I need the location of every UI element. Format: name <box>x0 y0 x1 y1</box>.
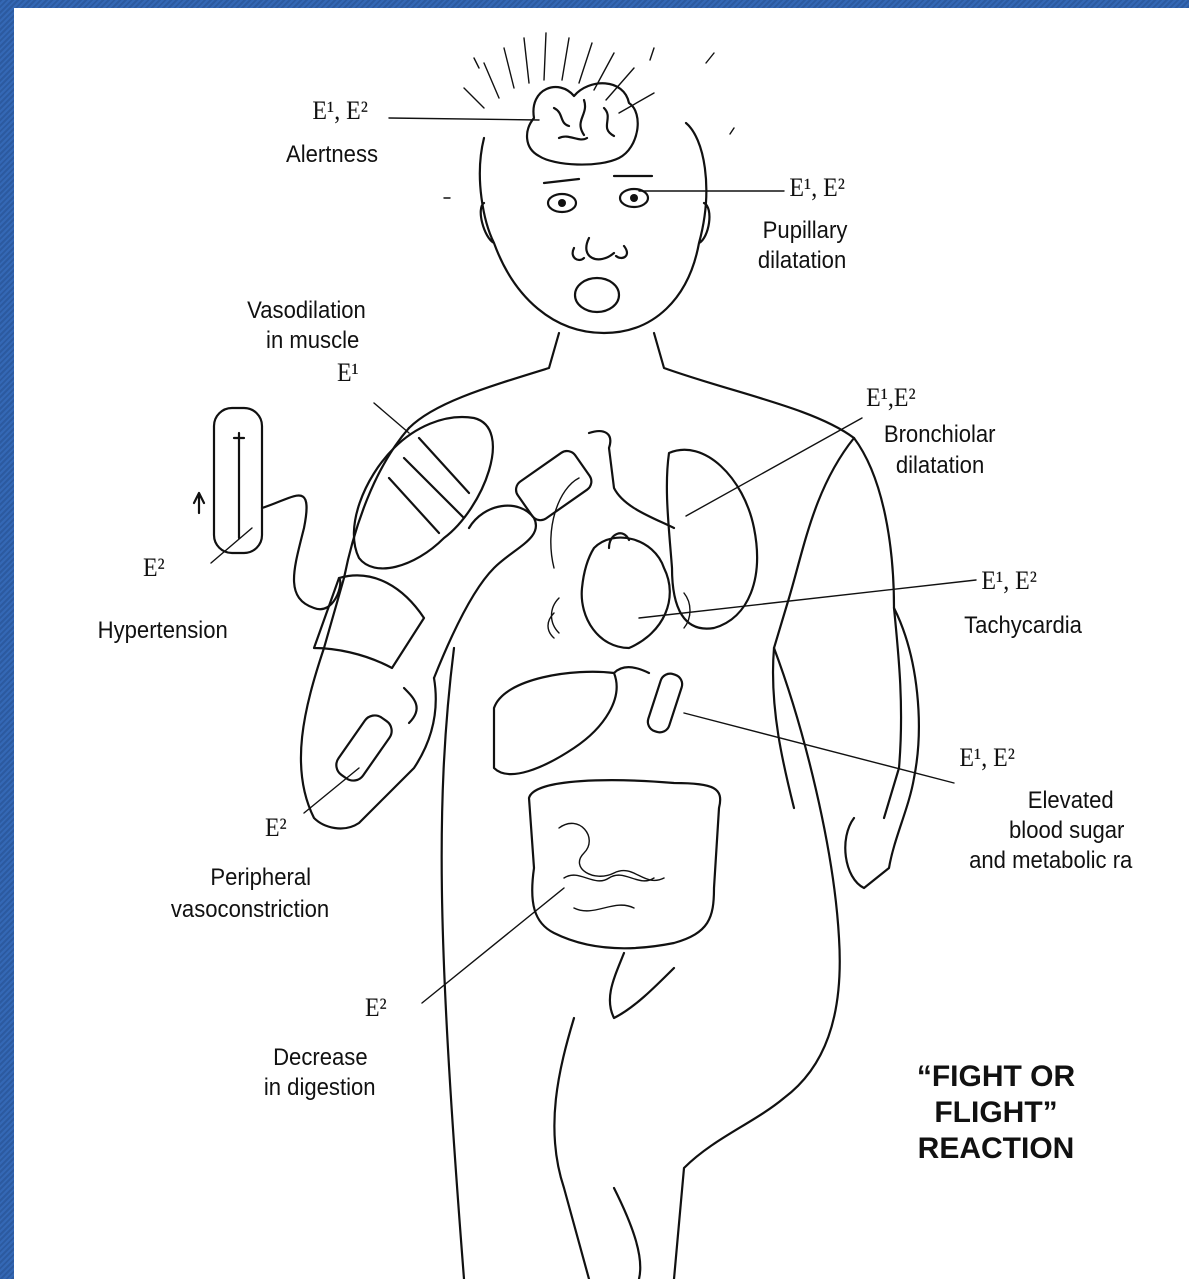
inhaler <box>512 447 595 524</box>
title-line-1: “FIGHT OR <box>896 1060 1096 1094</box>
tachycardia-code: E¹, E² <box>981 566 1037 595</box>
bronchiolar-code: E¹,E² <box>866 383 916 412</box>
brain <box>527 83 638 164</box>
head-outline <box>480 123 710 333</box>
hypertension-code: E² <box>143 553 165 582</box>
sugar-code: E¹, E² <box>959 743 1015 772</box>
sugar-label-1: Elevated <box>1028 786 1114 815</box>
sugar-label-2: blood sugar <box>1009 816 1124 845</box>
torso-outline <box>409 333 901 818</box>
arm-muscle <box>354 417 493 568</box>
peripheral-label-2: vasoconstriction <box>171 895 329 924</box>
bronchiolar-label-1: Bronchiolar <box>884 420 996 449</box>
digestion-label-2: in digestion <box>264 1073 376 1102</box>
alertness-label: Alertness <box>286 140 378 169</box>
digestion-label-1: Decrease <box>273 1043 368 1072</box>
vessel <box>645 671 684 735</box>
digestion-code: E² <box>365 993 387 1022</box>
bronchiolar-label-2: dilatation <box>896 451 984 480</box>
intestines <box>529 780 720 948</box>
hair <box>444 33 734 198</box>
vasodilation-code: E¹ <box>337 358 359 387</box>
pupillary-code: E¹, E² <box>789 173 845 202</box>
leader-lines <box>211 118 976 1003</box>
mouth <box>575 278 619 312</box>
right-lung <box>667 450 757 629</box>
sugar-label-3: and metabolic ra <box>969 846 1132 875</box>
peripheral-code: E² <box>265 813 287 842</box>
left-lung <box>551 478 579 568</box>
leg-outline <box>674 648 840 1279</box>
forearm-vessel <box>332 711 397 786</box>
liver <box>494 672 617 774</box>
vasodilation-label-1: Vasodilation <box>247 296 366 325</box>
alertness-code: E¹, E² <box>312 96 368 125</box>
title-line-3: REACTION <box>896 1132 1096 1166</box>
title-line-2: FLIGHT” <box>896 1096 1096 1130</box>
vasodilation-label-2: in muscle <box>266 326 359 355</box>
pupillary-label-1: Pupillary <box>763 216 848 245</box>
peripheral-label-1: Peripheral <box>210 863 311 892</box>
pupillary-label-2: dilatation <box>758 246 846 275</box>
trachea <box>589 431 674 528</box>
tachycardia-label: Tachycardia <box>964 611 1082 640</box>
diagram-panel: E¹, E² Alertness E¹, E² Pupillary dilata… <box>14 8 1189 1279</box>
heart <box>582 533 670 648</box>
hypertension-label: Hypertension <box>98 616 228 645</box>
